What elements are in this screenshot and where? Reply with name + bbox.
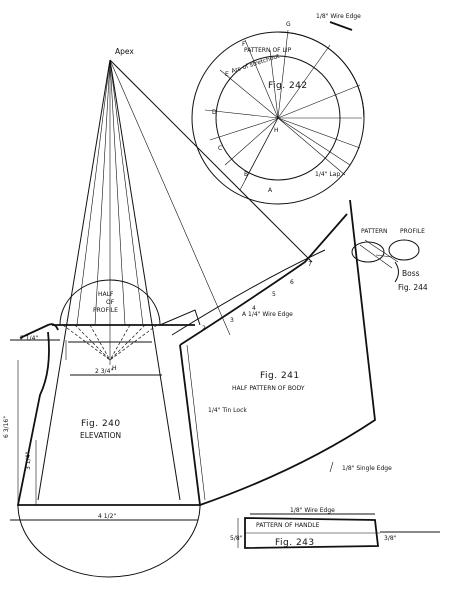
fig-241-number: Fig. 241 bbox=[260, 371, 300, 381]
fig-243-dim-left: 5/8" bbox=[230, 535, 243, 542]
fig-241-mark-4: 4 bbox=[252, 305, 256, 312]
fig-243-number: Fig. 243 bbox=[275, 538, 315, 548]
fig-240-elevation bbox=[10, 59, 313, 578]
fig-240-profile-line-2: OF bbox=[106, 299, 115, 306]
fig-240-dim-bottom: 4 1/2" bbox=[98, 513, 116, 520]
fig-243-dim-right: 3/8" bbox=[384, 535, 397, 542]
fig-241-wire-edge: A 1/4" Wire Edge bbox=[242, 311, 293, 318]
fig-240-hinge: H bbox=[112, 365, 117, 372]
fig-241-tin-lock: 1/4" Tin Lock bbox=[208, 407, 247, 414]
fig-240-caption: ELEVATION bbox=[80, 431, 121, 440]
fig-241-mark-2: 2 bbox=[202, 325, 206, 332]
fig-242-title: PATTERN OF LIP bbox=[244, 47, 292, 54]
fig-243-wire-edge: 1/8" Wire Edge bbox=[290, 507, 335, 514]
fig-242-letter-b: B bbox=[244, 171, 248, 178]
apex-label: Apex bbox=[115, 47, 134, 56]
fig-240-dim-top: 2 3/4" bbox=[95, 368, 113, 375]
fig-242-number: Fig. 242 bbox=[268, 81, 308, 91]
fig-243-handle bbox=[237, 513, 440, 549]
fig-240-dim-small: 2 1/4" bbox=[20, 335, 38, 342]
fig-244-pattern: PATTERN bbox=[361, 228, 388, 235]
fig-241-mark-7: 7 bbox=[308, 261, 312, 268]
fig-240-number: Fig. 240 bbox=[81, 419, 121, 429]
fig-240-profile-line-3: PROFILE bbox=[93, 307, 118, 314]
fig-241-pattern bbox=[171, 199, 376, 506]
fig-241-mark-3: 3 bbox=[230, 317, 234, 324]
fig-244-boss bbox=[351, 239, 420, 283]
fig-241-mark-5: 5 bbox=[272, 291, 276, 298]
fig-244-profile: PROFILE bbox=[400, 228, 425, 235]
fig-241-caption: HALF PATTERN OF BODY bbox=[232, 385, 305, 392]
fig-244-number: Fig. 244 bbox=[398, 283, 428, 292]
fig-242-letter-e: E bbox=[225, 71, 229, 78]
fig-242-wire-edge: 1/8" Wire Edge bbox=[316, 13, 361, 20]
fig-242-lip bbox=[191, 21, 365, 205]
fig-242-letter-c: C bbox=[218, 145, 222, 152]
fig-242-center: H bbox=[274, 127, 279, 134]
fig-240-dim-lower: 3 1/4" bbox=[25, 452, 32, 470]
fig-241-mark-6: 6 bbox=[290, 279, 294, 286]
fig-243-title: PATTERN OF HANDLE bbox=[256, 522, 320, 529]
fig-242-letter-g: G bbox=[286, 21, 291, 28]
fig-242-letter-d: D bbox=[212, 109, 217, 116]
fig-244-boss: Boss bbox=[402, 269, 420, 278]
fig-240-dim-height: 6 3/16" bbox=[3, 416, 10, 438]
fig-242-letter-a: A bbox=[268, 187, 273, 194]
fig-240-profile-line-1: HALF bbox=[98, 291, 114, 298]
fig-241-single-edge: 1/8" Single Edge bbox=[342, 465, 392, 472]
fig-242-letter-f: F bbox=[242, 41, 246, 48]
fig-242-arc-label: Arc of stretchout bbox=[230, 53, 280, 75]
fig-242-lap: 1/4" Lap bbox=[315, 171, 340, 178]
